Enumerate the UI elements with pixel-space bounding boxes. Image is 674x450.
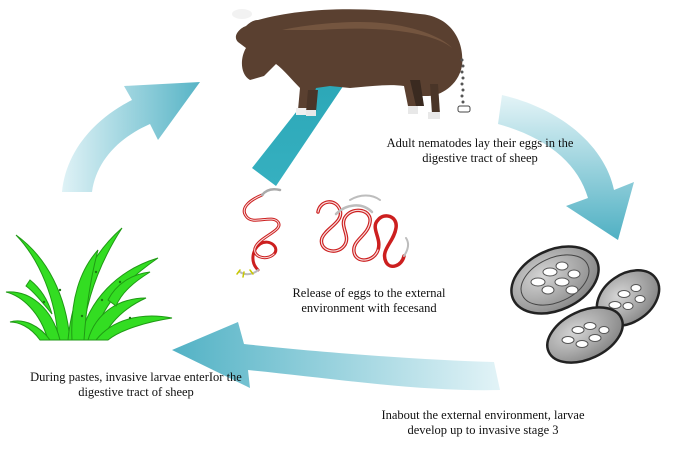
cycle-arrow-pasture-to-sheep xyxy=(62,82,200,192)
eggs-icon xyxy=(501,233,670,373)
grass-icon xyxy=(6,228,172,340)
sheep-icon xyxy=(232,9,470,119)
caption-adult-nematodes: Adult nematodes lay their eggs in the di… xyxy=(384,136,576,166)
cycle-arrow-sheep-to-eggs xyxy=(498,95,634,240)
caption-larvae-enter-sheep: During pastes, invasive larvae enterIor … xyxy=(24,370,248,400)
caption-larvae-develop: Inabout the external environment, larvae… xyxy=(380,408,586,438)
nematode-worms-icon xyxy=(237,189,408,277)
caption-release-of-eggs: Release of eggs to the external environm… xyxy=(270,286,468,316)
